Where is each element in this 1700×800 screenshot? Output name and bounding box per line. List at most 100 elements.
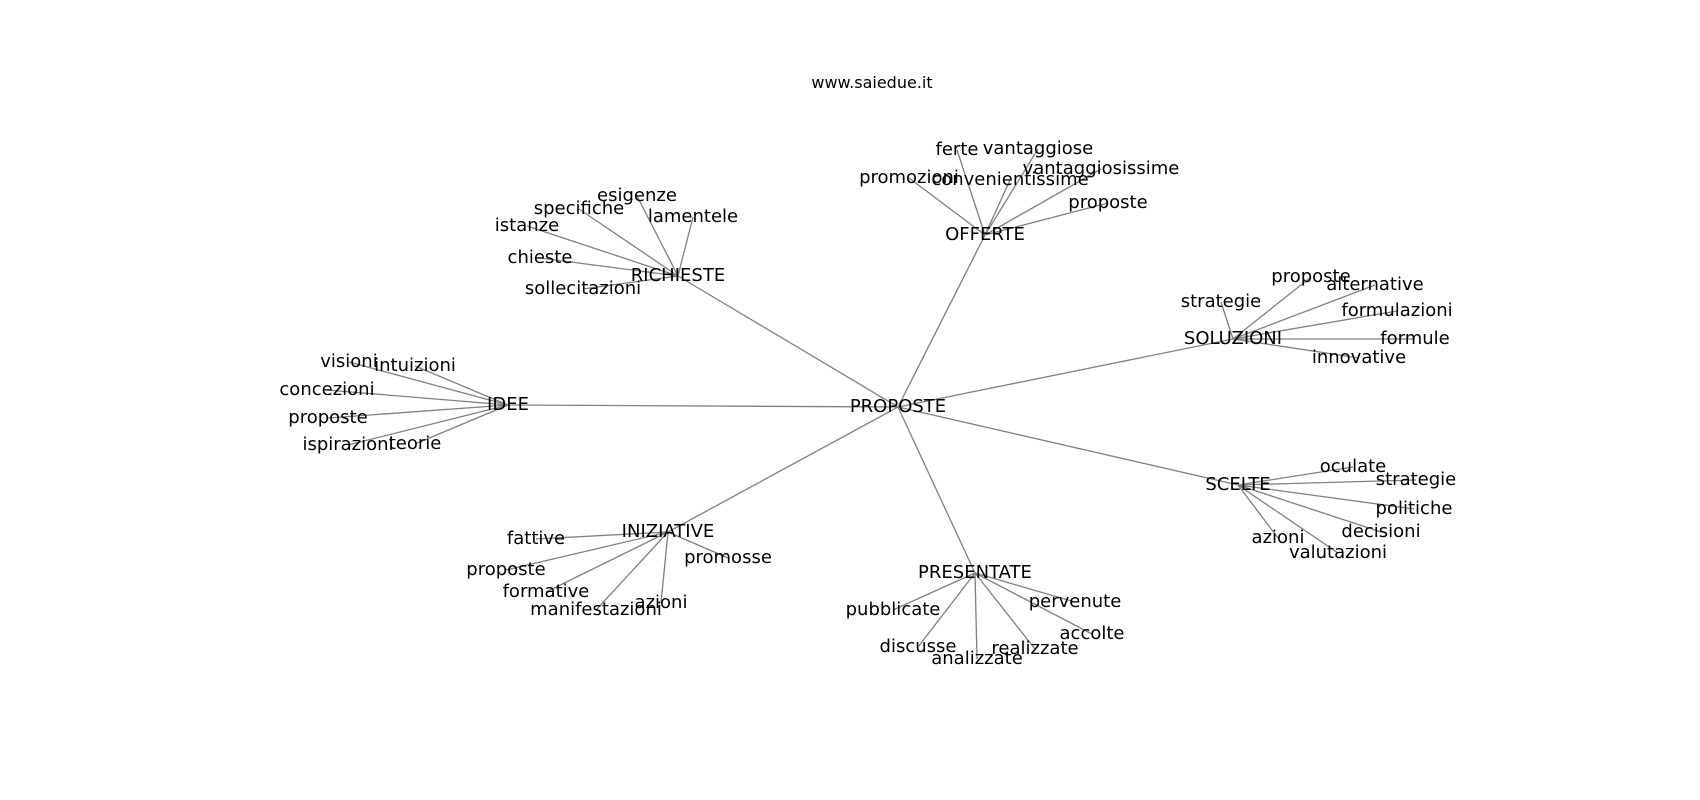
edge-scelte-leaf (1237, 484, 1415, 510)
leaf-node: azioni (635, 592, 688, 613)
edge-offerte-leaf (984, 148, 1039, 236)
hub-node-presentate: PRESENTATE (918, 562, 1032, 583)
edge-presentate-leaf (974, 572, 1036, 650)
hub-node-richieste: RICHIESTE (631, 265, 725, 286)
edge-center-iniziative (667, 406, 899, 533)
edge-richieste-leaf (582, 275, 679, 290)
edge-richieste-leaf (578, 208, 679, 277)
leaf-node: formative (503, 581, 590, 602)
edge-idee-leaf (348, 361, 509, 406)
edge-center-soluzioni (897, 338, 1234, 408)
edge-idee-leaf (414, 365, 509, 406)
edge-offerte-leaf (956, 149, 986, 236)
edge-center-presentate (897, 406, 976, 574)
edge-offerte-leaf (984, 202, 1109, 236)
edge-soluzioni-leaf (1232, 338, 1360, 359)
leaf-node: manifestazioni (530, 599, 662, 620)
edge-offerte-leaf (908, 177, 986, 236)
edge-scelte-leaf (1237, 466, 1354, 486)
page-title: www.saiedue.it (811, 73, 932, 92)
edge-iniziative-leaf (505, 531, 669, 571)
leaf-node: analizzate (931, 648, 1023, 669)
edge-richieste-leaf (636, 195, 679, 277)
edge-center-offerte (897, 234, 986, 408)
leaf-node: strategie (1181, 291, 1262, 312)
edge-presentate-leaf (974, 572, 1093, 635)
leaf-node: lamentele (648, 206, 738, 227)
edge-soluzioni-leaf (1232, 310, 1398, 340)
leaf-node: realizzate (991, 638, 1078, 659)
edges (326, 148, 1417, 660)
edge-center-richieste (677, 275, 899, 408)
edge-presentate-leaf (917, 572, 976, 648)
leaf-node: esigenze (597, 185, 677, 206)
edge-scelte-leaf (1237, 479, 1417, 486)
leaf-node: ispirazioni (302, 434, 393, 455)
leaf-node: proposte (1068, 192, 1147, 213)
leaf-node: istanze (495, 215, 559, 236)
edge-iniziative-leaf (595, 531, 669, 611)
leaf-node: azioni (1252, 527, 1305, 548)
leaf-node: concezioni (279, 379, 374, 400)
edge-iniziative-leaf (660, 531, 669, 604)
edge-soluzioni-leaf (1232, 284, 1376, 340)
leaf-node: proposte (1271, 266, 1350, 287)
leaf-node: strategie (1376, 469, 1457, 490)
leaf-node: intuizioni (374, 355, 456, 376)
edge-scelte-leaf (1237, 484, 1279, 539)
leaf-node: decisioni (1341, 521, 1420, 542)
edge-idee-leaf (347, 404, 509, 446)
leaf-node: chieste (508, 247, 573, 268)
edge-scelte-leaf (1237, 484, 1382, 533)
leaf-node: valutazioni (1289, 542, 1387, 563)
edge-scelte-leaf (1237, 484, 1339, 554)
edge-richieste-leaf (677, 216, 694, 277)
edge-iniziative-leaf (545, 531, 669, 593)
edge-idee-leaf (327, 404, 509, 419)
leaf-node: pubblicate (846, 599, 941, 620)
edge-soluzioni-leaf (1220, 301, 1234, 340)
edge-offerte-leaf (984, 179, 1011, 236)
leaf-node: formulazioni (1341, 300, 1452, 321)
edge-richieste-leaf (539, 257, 679, 277)
hub-node-offerte: OFFERTE (945, 224, 1025, 245)
leaf-node: convenientissime (931, 169, 1088, 190)
leaf-node: proposte (466, 559, 545, 580)
leaf-node: accolte (1060, 623, 1125, 644)
edge-richieste-leaf (526, 225, 679, 277)
leaf-node: promozioni (859, 167, 959, 188)
edge-presentate-leaf (892, 572, 976, 611)
leaf-node: oculate (1320, 456, 1386, 477)
leaf-node: proposte (288, 407, 367, 428)
edge-presentate-leaf (974, 572, 1076, 603)
edge-offerte-leaf (984, 168, 1102, 236)
hub-node-iniziative: INIZIATIVE (622, 521, 715, 542)
leaf-node: alternative (1326, 274, 1423, 295)
leaf-node: vantaggiosissime (1023, 158, 1180, 179)
leaf-node: vantaggiose (983, 138, 1094, 159)
edge-iniziative-leaf (667, 531, 729, 559)
leaf-node: pervenute (1029, 591, 1122, 612)
edge-idee-leaf (414, 404, 509, 445)
leaf-node: politiche (1376, 498, 1453, 519)
edge-iniziative-leaf (535, 531, 669, 540)
leaf-node: fattive (507, 528, 565, 549)
edge-center-scelte (897, 406, 1239, 486)
leaf-node: promosse (684, 547, 772, 568)
edge-soluzioni-leaf (1232, 276, 1312, 340)
leaf-node: discusse (880, 636, 957, 657)
leaf-node: visioni (320, 351, 377, 372)
edge-center-idee (507, 404, 899, 408)
leaf-node: formule (1380, 328, 1449, 349)
leaf-node: sollecitazioni (525, 278, 641, 299)
center-node: PROPOSTE (850, 396, 946, 417)
edge-idee-leaf (326, 389, 509, 406)
hub-node-soluzioni: SOLUZIONI (1184, 328, 1282, 349)
leaf-node: teorie (389, 433, 442, 454)
leaf-node: ferte (936, 139, 979, 160)
leaf-node: specifiche (534, 198, 625, 219)
leaf-node: innovative (1312, 347, 1406, 368)
hub-node-scelte: SCELTE (1205, 474, 1270, 495)
